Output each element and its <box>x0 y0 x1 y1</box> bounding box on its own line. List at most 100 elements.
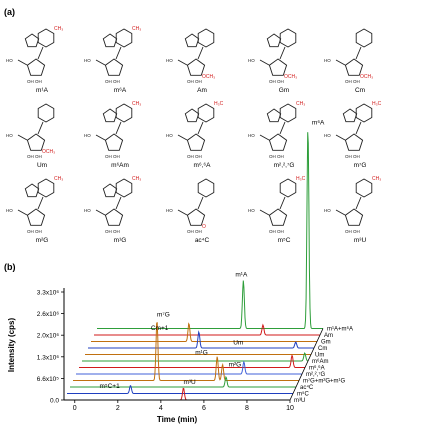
base-ring <box>115 103 133 123</box>
ho-label: HO <box>324 208 331 213</box>
series-name: Cm <box>318 346 327 352</box>
compound-label: m³U <box>354 237 367 244</box>
methyl-group: OCH₃ <box>202 74 215 80</box>
series-name: m²,²,⁷G <box>306 371 325 378</box>
y-tick-label: 1.3x10⁶ <box>37 354 60 361</box>
ho-label: HO <box>166 58 173 63</box>
glycosidic-bond <box>37 46 44 60</box>
compound-label: Cm <box>355 87 365 94</box>
ch2-bond <box>17 209 28 216</box>
series-line-11 <box>97 132 323 329</box>
ribose-ring <box>186 133 206 151</box>
x-tick-label: 6 <box>202 405 206 412</box>
base-ring <box>197 103 215 123</box>
compound-label: m¹G <box>114 237 127 244</box>
series-name: m³U <box>294 398 305 404</box>
x-tick-label: 10 <box>286 405 294 412</box>
imidazole-ring <box>102 33 118 48</box>
ho-label: HO <box>6 208 13 213</box>
base-ring <box>279 103 297 123</box>
ch2-bond <box>17 59 28 66</box>
imidazole-ring <box>102 108 118 123</box>
methyl-group: OCH₃ <box>284 74 297 80</box>
peak-label: Cm+1 <box>151 325 169 332</box>
ho-label: HO <box>6 58 13 63</box>
compound-label: m⁶Am <box>111 162 129 169</box>
series-name: ac⁴C <box>300 384 314 391</box>
oh-label: OH OH <box>269 154 284 159</box>
oh-label: OH OH <box>27 229 42 234</box>
glycosidic-bond <box>115 121 122 135</box>
oh-label: OH OH <box>345 229 360 234</box>
glycosidic-bond <box>115 196 122 210</box>
series-name: m⁶Am <box>312 358 328 365</box>
peak-label: m¹G <box>195 350 208 357</box>
series-name: m⁵C <box>297 391 309 398</box>
x-axis-label: Time (min) <box>157 415 198 424</box>
chromatogram-chart: m¹A+m⁶AAmGmCmUmm⁶Amm⁶,⁶Am²,²,⁷Gm⁷G+m²G+m… <box>7 120 353 425</box>
depth-axis <box>289 328 324 401</box>
series-line-8 <box>88 330 314 349</box>
glycosidic-bond <box>197 121 204 135</box>
oh-label: OH OH <box>345 154 360 159</box>
oh-label: OH OH <box>105 229 120 234</box>
compound-label: Gm <box>279 87 289 94</box>
series-name: Gm <box>321 340 331 346</box>
oh-label: OH OH <box>105 154 120 159</box>
ho-label: HO <box>84 208 91 213</box>
ribose-ring <box>104 58 124 76</box>
panel-b-label: (b) <box>4 262 16 272</box>
imidazole-ring <box>24 33 40 48</box>
ribose-ring <box>104 208 124 226</box>
compound-label: m⁵C <box>278 237 291 244</box>
compound-label: ac⁴C <box>195 237 210 244</box>
base-ring <box>37 103 55 123</box>
methyl-group: CH₃ <box>132 176 141 182</box>
ho-label: HO <box>324 58 331 63</box>
glycosidic-bond <box>355 46 362 60</box>
base-ring <box>279 178 297 198</box>
imidazole-ring <box>184 108 200 123</box>
ho-label: HO <box>324 133 331 138</box>
ch2-bond <box>259 134 270 141</box>
compound-label: m⁷G <box>354 162 367 169</box>
methyl-group: OCH₃ <box>42 149 55 155</box>
peak-label: m²G <box>229 362 242 369</box>
oh-label: OH OH <box>27 79 42 84</box>
series-line-4 <box>76 360 302 375</box>
series-name: m¹A+m⁶A <box>327 326 353 333</box>
ch2-bond <box>335 59 346 66</box>
base-ring <box>37 28 55 48</box>
base-ring <box>355 178 373 198</box>
ribose-ring <box>344 58 364 76</box>
ribose-ring <box>26 133 46 151</box>
series-name: Um <box>315 353 324 359</box>
methyl-group: CH₃ <box>54 176 63 182</box>
ho-label: HO <box>166 208 173 213</box>
methyl-group: H₃C <box>296 176 306 182</box>
ho-label: HO <box>248 58 255 63</box>
imidazole-ring <box>24 183 40 198</box>
ribose-ring <box>186 208 206 226</box>
glycosidic-bond <box>115 46 122 60</box>
y-tick-label: 0.0 <box>50 398 59 405</box>
compound-label: Um <box>37 162 47 169</box>
methyl-group: CH₃ <box>132 101 141 107</box>
series-line-2 <box>70 375 296 388</box>
base-ring <box>355 103 373 123</box>
y-tick-label: 2.6x10⁶ <box>37 311 60 318</box>
panel-a-label: (a) <box>4 7 15 17</box>
ribose-ring <box>104 133 124 151</box>
series-line-3 <box>73 322 299 381</box>
ho-label: HO <box>248 133 255 138</box>
methyl-group: CH₃ <box>372 176 381 182</box>
glycosidic-bond <box>279 196 286 210</box>
methyl-group: OCH₃ <box>360 74 373 80</box>
